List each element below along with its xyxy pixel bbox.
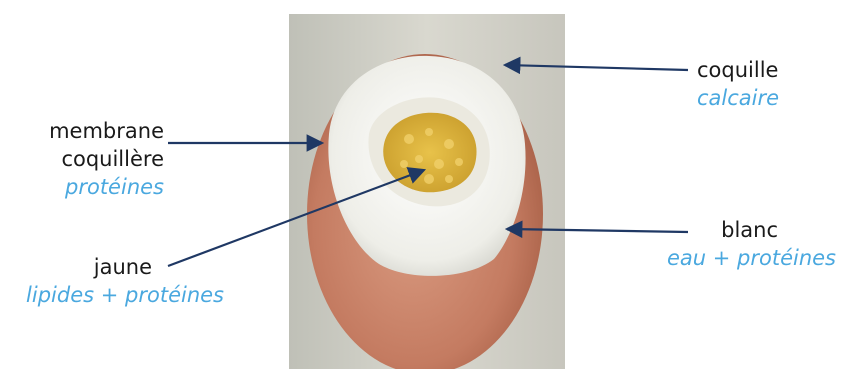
label-blanc-name: blanc xyxy=(640,216,778,244)
label-coquille: coquille calcaire xyxy=(697,56,779,112)
label-blanc: blanc eau + protéines xyxy=(640,216,836,272)
egg-photo xyxy=(289,14,565,369)
label-jaune: jaune lipides + protéines xyxy=(2,253,224,309)
label-coquille-name: coquille xyxy=(697,56,779,84)
egg-illustration xyxy=(289,14,565,369)
label-coquille-composition: calcaire xyxy=(697,84,779,112)
label-membrane-name-line1: membrane xyxy=(18,117,164,145)
label-blanc-composition: eau + protéines xyxy=(640,244,836,272)
label-jaune-composition: lipides + protéines xyxy=(2,281,224,309)
label-membrane-composition: protéines xyxy=(18,173,164,201)
label-membrane-name-line2: coquillère xyxy=(18,145,164,173)
label-jaune-name: jaune xyxy=(2,253,152,281)
label-membrane: membrane coquillère protéines xyxy=(18,117,164,201)
